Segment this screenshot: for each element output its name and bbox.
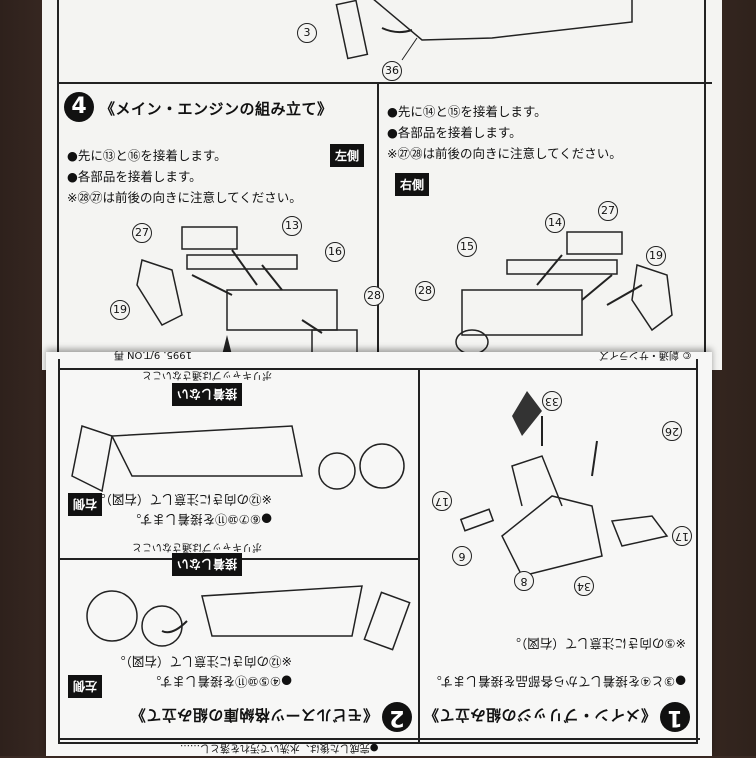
instruction-sheet-bottom: 1 《メイン・ブリッジの組み立て》 ●③と④を接着してから各部品を接着します。 … xyxy=(46,349,712,756)
part-number-callout: 27 xyxy=(132,223,152,243)
instruction-sheet-top: 3 36 4 《メイン・エンジンの組み立て》 ●先に⑬と⑯を接着します。 ●各部… xyxy=(42,0,722,372)
step-number-badge: 4 xyxy=(64,92,94,122)
part-number-callout: 6 xyxy=(452,546,472,566)
part-number-callout: 14 xyxy=(545,213,565,233)
step-title: 《モビルスーツ格納庫の組み立て》 xyxy=(130,706,378,724)
part-number-callout: 33 xyxy=(542,391,562,411)
note-text: ポリキャップは通さないこと xyxy=(142,369,272,380)
part-number-callout: 34 xyxy=(574,576,594,596)
footer-text: ●完成した後は、水洗いで汚れを落とし…… xyxy=(180,742,379,753)
part-number-callout: 19 xyxy=(110,300,130,320)
instruction-line: ●④⑤⑩⑪を接着します。 xyxy=(148,674,292,689)
divider xyxy=(58,359,60,744)
instruction-line: ※㉘㉗は前後の向きに注意してください。 xyxy=(67,190,302,205)
part-number-callout: 17 xyxy=(672,526,692,546)
part-number-callout: 28 xyxy=(364,286,384,306)
side-label: 右側 xyxy=(395,173,430,196)
step-title: 《メイン・エンジンの組み立て》 xyxy=(100,100,333,118)
previous-step-drawing xyxy=(335,0,633,61)
part-number-callout: 8 xyxy=(514,571,534,591)
instruction-line: ※㉗㉘は前後の向きに注意してください。 xyxy=(387,146,622,161)
note-text: ポリキャップは通さないこと xyxy=(132,541,262,552)
footer-strip: ●完成した後は、水洗いで汚れを落とし…… xyxy=(60,738,700,758)
part-number-callout: 28 xyxy=(415,281,435,301)
hangar-left-diagram xyxy=(86,585,411,651)
instruction-line: ●⑥⑦⑩⑪を接着します。 xyxy=(128,512,272,527)
divider xyxy=(704,0,706,370)
part-number-callout: 13 xyxy=(282,216,302,236)
instruction-line: ●各部品を接着します。 xyxy=(67,169,202,184)
instruction-line: ●各部品を接着します。 xyxy=(387,125,522,140)
status-tag: 接着しない xyxy=(171,383,242,406)
part-number-callout: 3 xyxy=(297,23,317,43)
step-title: 《メイン・ブリッジの組み立て》 xyxy=(423,706,656,724)
divider xyxy=(418,369,420,744)
divider xyxy=(57,82,712,84)
instruction-line: ●先に⑭と⑮を接着します。 xyxy=(387,104,547,119)
part-number-callout: 16 xyxy=(325,242,345,262)
part-number-callout: 27 xyxy=(598,201,618,221)
divider xyxy=(696,359,698,744)
bridge-diagram xyxy=(459,391,669,577)
print-code: 1995. 9/T.ON 再 xyxy=(113,349,192,360)
left-engine-diagram xyxy=(136,226,358,356)
part-number-callout: 36 xyxy=(382,61,402,81)
instruction-line: ●③と④を接着してから各部品を接着します。 xyxy=(429,674,686,689)
divider xyxy=(57,0,59,370)
instruction-line: ※⑤の向きに注意して（右図）。 xyxy=(508,636,686,651)
instruction-line: ●先に⑬と⑯を接着します。 xyxy=(67,148,227,163)
step-number-badge: 1 xyxy=(660,702,690,732)
part-number-callout: 19 xyxy=(646,246,666,266)
divider xyxy=(377,82,379,372)
part-number-callout: 15 xyxy=(457,237,477,257)
side-label: 左側 xyxy=(67,675,102,698)
part-number-callout: 17 xyxy=(432,491,452,511)
copyright: © 創通・サンライズ xyxy=(599,349,692,360)
part-number-callout: 26 xyxy=(662,421,682,441)
side-label: 左側 xyxy=(330,144,365,167)
hangar-right-diagram xyxy=(71,425,405,493)
step-number-badge: 2 xyxy=(382,702,412,732)
right-engine-diagram xyxy=(455,231,673,355)
